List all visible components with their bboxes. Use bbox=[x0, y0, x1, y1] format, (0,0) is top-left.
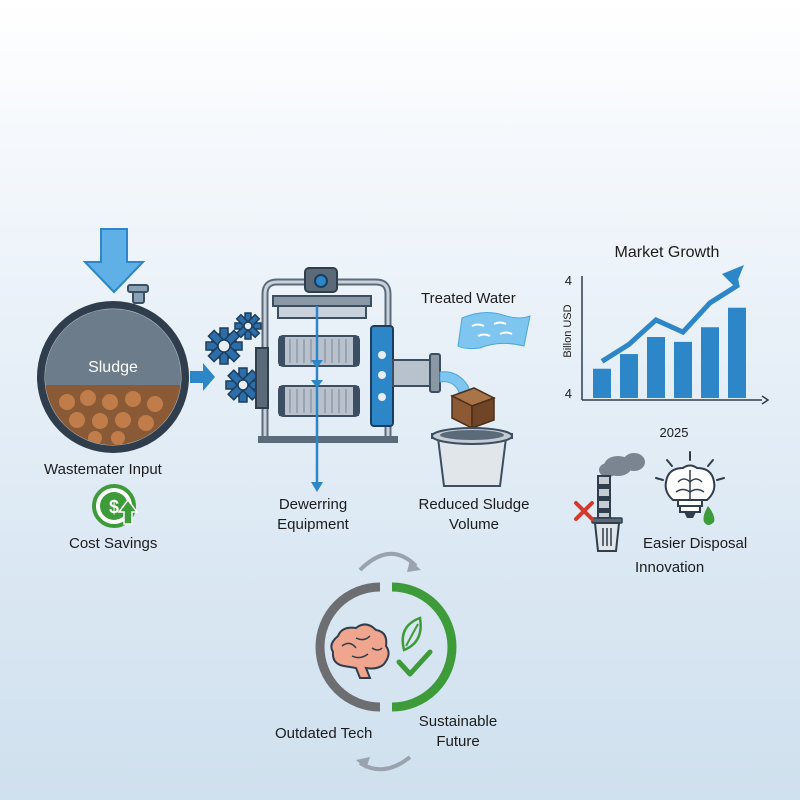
cycle-arrows-icon bbox=[356, 551, 421, 772]
brain-lightbulb-icon bbox=[655, 451, 725, 525]
trend-line bbox=[600, 275, 740, 364]
leaf-icon bbox=[401, 616, 422, 652]
flow-arrow-icon bbox=[190, 363, 215, 391]
dewatering-label: Dewerring Equipment bbox=[258, 495, 368, 535]
sludge-bin bbox=[431, 387, 513, 487]
easier-disposal-label: Easier Disposal bbox=[643, 535, 748, 552]
sustainable-line-1: Sustainable bbox=[418, 713, 498, 730]
dollar-growth-icon: $ bbox=[92, 484, 139, 528]
cycle-ring bbox=[315, 582, 457, 712]
bar bbox=[674, 341, 692, 398]
reduced-line-2: Volume bbox=[448, 516, 500, 533]
reduced-line-1: Reduced Sludge bbox=[418, 496, 530, 513]
down-arrow-icon bbox=[82, 228, 146, 294]
trash-bin-icon bbox=[591, 517, 623, 552]
outdated-tech-label: Outdated Tech bbox=[275, 725, 373, 742]
dewatering-machine bbox=[255, 267, 441, 492]
cost-savings-label: Cost Savings bbox=[69, 535, 158, 552]
dewatering-line-1: Dewerring bbox=[278, 496, 348, 513]
factory-smoke-icon bbox=[597, 453, 645, 519]
bar bbox=[701, 327, 719, 398]
x-tick-label: 2025 bbox=[660, 425, 689, 440]
dewatering-line-2: Equipment bbox=[277, 516, 349, 533]
trend-arrowhead bbox=[722, 265, 744, 287]
svg-text:$: $ bbox=[109, 497, 119, 517]
bar bbox=[593, 368, 611, 398]
wastewater-input-label: Wastemater Input bbox=[44, 461, 162, 478]
y-tick-bottom: 4 bbox=[565, 386, 572, 401]
sustainable-future-label: Sustainable Future bbox=[408, 712, 508, 752]
y-tick-top: 4 bbox=[565, 273, 572, 288]
bar bbox=[620, 354, 638, 398]
water-wave-icon bbox=[457, 312, 531, 350]
gear-icon bbox=[205, 312, 262, 403]
treated-water-label: Treated Water bbox=[421, 290, 516, 307]
sludge-tank bbox=[37, 284, 189, 453]
tank-label: Sludge bbox=[88, 359, 138, 376]
y-axis-label: Billon USD bbox=[562, 304, 574, 357]
bar bbox=[647, 337, 665, 398]
sustainable-line-2: Future bbox=[436, 733, 480, 750]
market-chart bbox=[581, 265, 770, 405]
brain-icon bbox=[330, 623, 390, 679]
bar bbox=[728, 307, 746, 398]
check-icon bbox=[396, 649, 433, 677]
red-x-icon bbox=[574, 501, 594, 521]
innovation-label: Innovation bbox=[635, 559, 705, 576]
reduced-sludge-label: Reduced Sludge Volume bbox=[409, 495, 539, 535]
chart-title: Market Growth bbox=[615, 244, 720, 261]
